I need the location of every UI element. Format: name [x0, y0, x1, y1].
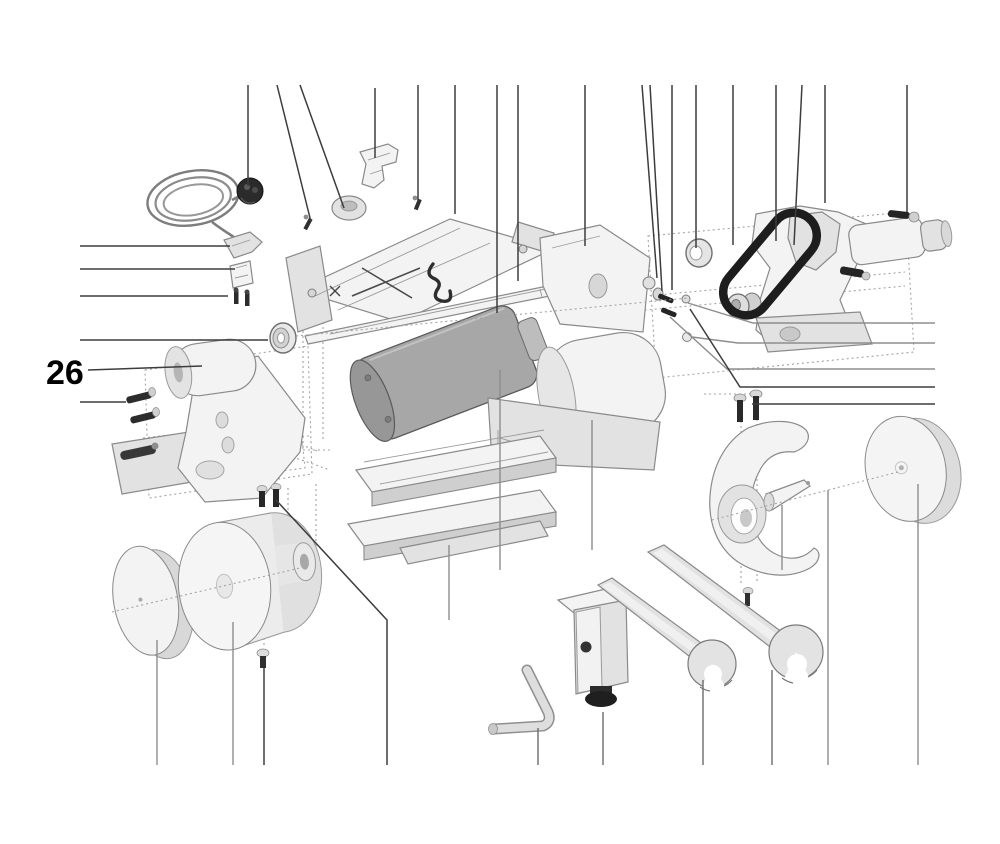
- left-bracket-boss: [164, 338, 257, 399]
- leader-lines-left: [80, 245, 268, 403]
- spindle-shaft: [304, 277, 591, 345]
- power-cord: [146, 169, 249, 249]
- leader-lines-bottom: [156, 370, 919, 765]
- wrench-small: [596, 577, 737, 696]
- cable-clip: [229, 260, 254, 289]
- socket-screw-mid-right: [839, 266, 871, 281]
- drum-bottom-screw: [256, 648, 270, 668]
- wheel-drum: [177, 512, 323, 651]
- cone-arbor: [763, 479, 811, 512]
- tool-rest-rail-lower: [346, 489, 558, 565]
- drive-belt: [718, 208, 822, 320]
- part-number-26-label: 26: [46, 354, 84, 392]
- buffing-wheel: [112, 545, 194, 660]
- washer-ring: [685, 238, 713, 268]
- grommet: [331, 195, 367, 221]
- small-screw-pair: [233, 287, 250, 306]
- tool-rest-rail-upper: [354, 429, 558, 507]
- hex-key: [488, 664, 555, 735]
- wrench-large: [646, 544, 824, 688]
- clamp: [556, 587, 629, 707]
- socket-screws-left: [126, 387, 160, 424]
- motor: [349, 305, 549, 442]
- dotted-axis-lines: [111, 297, 899, 613]
- switch-housing-part: [359, 143, 399, 189]
- right-bracket: [751, 205, 953, 353]
- leader-lines-right: [669, 302, 935, 405]
- power-plug: [236, 177, 264, 205]
- wire-clip: [427, 262, 453, 303]
- leader-lines-top: [247, 84, 908, 313]
- wheel-guard: [709, 420, 820, 576]
- drum-screw-pair: [256, 483, 282, 507]
- parts-layer: [111, 143, 962, 735]
- bearing: [269, 322, 297, 354]
- switch-bracket: [223, 231, 263, 259]
- right-disc-wheel: [864, 415, 962, 524]
- screw-top-right: [887, 210, 920, 223]
- guard-screws: [733, 389, 763, 422]
- guard-small-screw: [742, 587, 754, 606]
